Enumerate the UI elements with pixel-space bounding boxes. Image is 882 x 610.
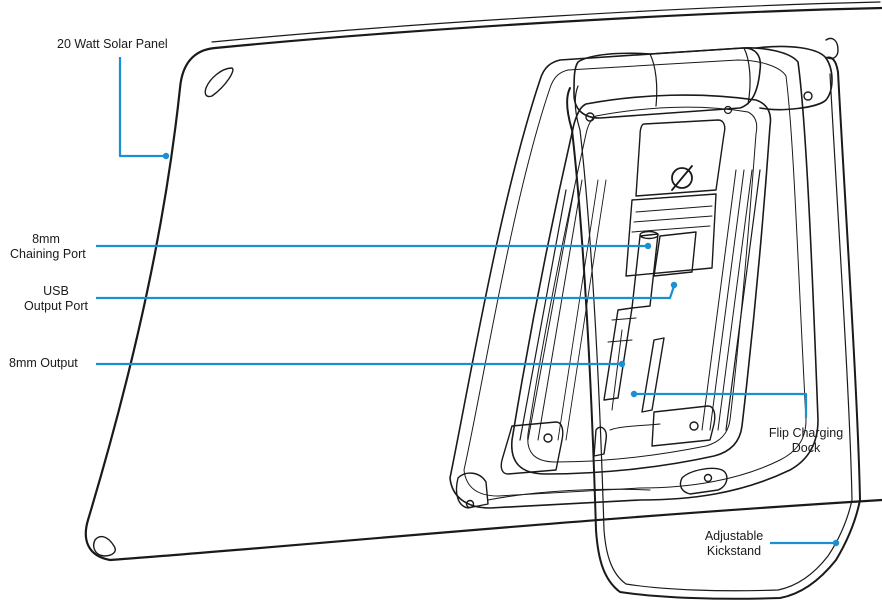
corner-brackets — [455, 405, 728, 509]
label-chaining-port-line2: Chaining Port — [10, 247, 86, 261]
label-usb-output-line2: Output Port — [24, 299, 88, 313]
hinge-block — [573, 37, 839, 122]
label-kickstand-line1: Adjustable — [704, 529, 764, 543]
label-usb-output-line1: USB — [43, 284, 69, 298]
label-kickstand: Adjustable Kickstand — [692, 529, 776, 559]
usb-module — [625, 119, 726, 277]
kickstand-wire — [566, 56, 861, 600]
corner-hole-bottom — [93, 535, 116, 557]
label-chaining-port-line1: 8mm — [32, 232, 60, 246]
callout-lines — [96, 57, 836, 545]
label-8mm-output: 8mm Output — [9, 356, 78, 370]
output-slot — [609, 337, 665, 431]
label-flip-dock-line1: Flip Charging — [768, 426, 844, 440]
leader-solar-panel — [118, 57, 166, 158]
leader-usb-output — [96, 285, 676, 300]
goal-zero-logo-icon — [671, 167, 693, 189]
label-chaining-port: 8mm Chaining Port — [10, 232, 86, 262]
label-flip-dock: Flip Charging Dock — [760, 426, 852, 456]
corner-hole-top — [204, 67, 234, 98]
panel-edge-lower — [487, 488, 651, 501]
label-flip-dock-line2: Dock — [791, 441, 821, 455]
label-usb-output: USB Output Port — [14, 284, 98, 314]
chaining-port — [603, 230, 659, 411]
callout-dots — [162, 152, 840, 547]
leader-flip-dock — [634, 392, 808, 418]
label-solar-panel: 20 Watt Solar Panel — [57, 37, 168, 51]
label-kickstand-line2: Kickstand — [706, 544, 762, 558]
solar-panel-body — [84, 1, 882, 562]
